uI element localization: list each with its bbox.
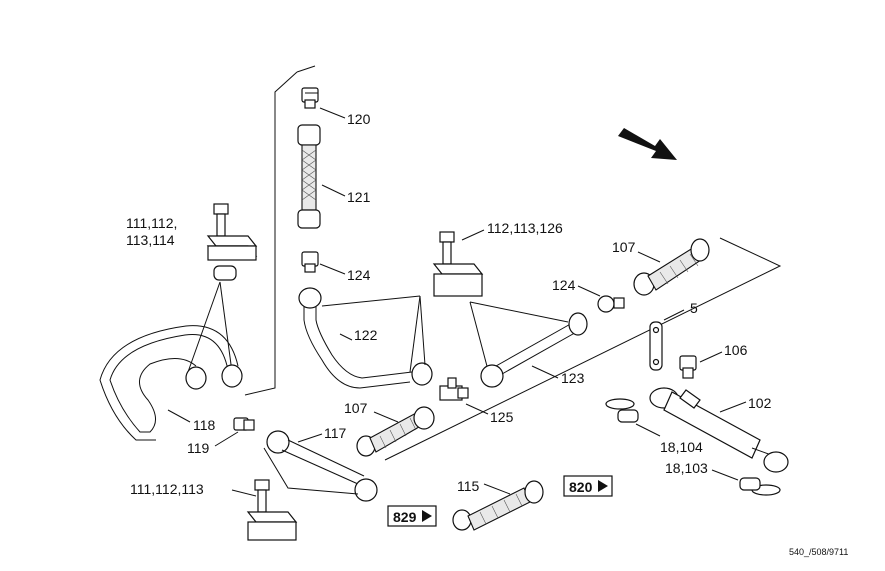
ref-box-820[interactable]: 820 <box>563 475 613 497</box>
clamp-111-113-lower[interactable] <box>246 479 298 541</box>
label-111-line1: 111,112, <box>126 215 177 231</box>
label-18-104: 18,104 <box>660 439 703 455</box>
label-102: 102 <box>748 395 772 411</box>
pin-18-104[interactable] <box>605 398 639 423</box>
label-5: 5 <box>690 300 698 316</box>
label-124-right: 124 <box>552 277 576 293</box>
tee-fitting-125[interactable] <box>439 377 469 401</box>
pipe-117[interactable] <box>266 430 378 502</box>
label-106: 106 <box>724 342 748 358</box>
label-125: 125 <box>490 409 514 425</box>
pipe-122[interactable] <box>298 287 433 389</box>
hydraulic-cylinder-102[interactable] <box>649 387 789 473</box>
label-123: 123 <box>561 370 585 386</box>
label-111-112-113: 111,112,113 <box>130 481 204 497</box>
fitting-124-right[interactable] <box>597 295 625 313</box>
label-115: 115 <box>457 478 480 494</box>
pipe-115[interactable] <box>452 480 544 531</box>
label-117: 117 <box>324 425 347 441</box>
pipe-118[interactable] <box>99 325 243 441</box>
label-112-113-126: 112,113,126 <box>487 220 563 236</box>
hose-107-lower[interactable] <box>356 406 435 457</box>
label-119: 119 <box>187 440 210 456</box>
play-triangle-icon <box>422 510 432 522</box>
label-120: 120 <box>347 111 371 127</box>
fitting-120[interactable] <box>301 87 319 109</box>
fitting-106[interactable] <box>679 355 697 379</box>
play-triangle-icon <box>598 480 608 492</box>
label-121: 121 <box>347 189 371 205</box>
hose-107-upper[interactable] <box>633 238 710 296</box>
fitting-119[interactable] <box>233 417 255 431</box>
pin-18-103[interactable] <box>739 477 781 496</box>
direction-arrow-icon <box>618 128 677 160</box>
clamp-111-114-upper[interactable] <box>206 203 258 281</box>
ref-829-label: 829 <box>393 509 417 525</box>
pipe-123[interactable] <box>480 312 588 388</box>
group-bracket-left <box>244 65 316 396</box>
label-107-upper: 107 <box>612 239 636 255</box>
label-124-left: 124 <box>347 267 371 283</box>
label-122: 122 <box>354 327 378 343</box>
label-111-line2: 113,114 <box>126 232 175 248</box>
label-107-lower: 107 <box>344 400 368 416</box>
clamp-112-113-126[interactable] <box>432 231 484 297</box>
group-bracket-right <box>384 237 782 461</box>
hose-121[interactable] <box>297 124 321 229</box>
ref-820-label: 820 <box>569 479 593 495</box>
ref-box-829[interactable]: 829 <box>387 505 437 527</box>
link-5[interactable] <box>649 321 663 371</box>
label-18-103: 18,103 <box>665 460 708 476</box>
fitting-124-left[interactable] <box>301 251 319 273</box>
label-118: 118 <box>193 417 216 433</box>
document-id: 540_/508/9711 <box>789 547 848 557</box>
